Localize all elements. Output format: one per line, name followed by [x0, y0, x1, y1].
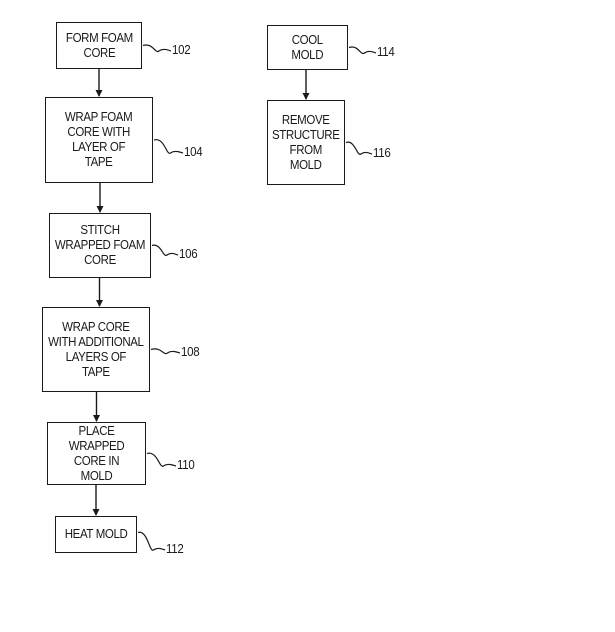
reference-numeral-112: 112: [166, 542, 184, 556]
reference-numeral-110: 110: [177, 458, 195, 472]
step-box-wrap-additional-layers: WRAP CORE WITH ADDITIONAL LAYERS OF TAPE: [42, 307, 150, 392]
step-label: COOL MOLD: [291, 32, 324, 62]
reference-numeral-114: 114: [377, 45, 395, 59]
step-label: STITCH WRAPPED FOAM CORE: [54, 223, 146, 267]
leader-line-116: [345, 141, 373, 155]
leader-line-108: [150, 348, 181, 355]
leader-line-110: [146, 452, 177, 467]
reference-numeral-116: 116: [373, 146, 391, 160]
step-label: PLACE WRAPPED CORE IN MOLD: [68, 423, 125, 483]
leader-line-104: [153, 139, 184, 154]
step-label: HEAT MOLD: [64, 527, 128, 541]
reference-numeral-102: 102: [172, 43, 191, 57]
step-box-place-core-in-mold: PLACE WRAPPED CORE IN MOLD: [47, 422, 146, 485]
step-box-heat-mold: HEAT MOLD: [55, 516, 137, 553]
leader-line-114: [348, 46, 377, 55]
step-label: REMOVE STRUCTURE FROM MOLD: [272, 112, 340, 172]
leader-line-112: [137, 531, 166, 551]
step-label: FORM FOAM CORE: [65, 30, 133, 60]
step-label: WRAP CORE WITH ADDITIONAL LAYERS OF TAPE: [48, 319, 144, 379]
reference-numeral-104: 104: [184, 145, 203, 159]
step-box-stitch-wrapped-core: STITCH WRAPPED FOAM CORE: [49, 213, 151, 278]
reference-numeral-108: 108: [181, 345, 200, 359]
step-box-form-foam-core: FORM FOAM CORE: [56, 22, 142, 69]
leader-line-106: [151, 244, 179, 256]
step-box-cool-mold: COOL MOLD: [267, 25, 348, 70]
leader-line-102: [142, 44, 172, 53]
step-box-wrap-foam-core: WRAP FOAM CORE WITH LAYER OF TAPE: [45, 97, 153, 183]
step-label: WRAP FOAM CORE WITH LAYER OF TAPE: [65, 110, 133, 169]
reference-numeral-106: 106: [179, 247, 198, 261]
step-box-remove-structure: REMOVE STRUCTURE FROM MOLD: [267, 100, 345, 185]
